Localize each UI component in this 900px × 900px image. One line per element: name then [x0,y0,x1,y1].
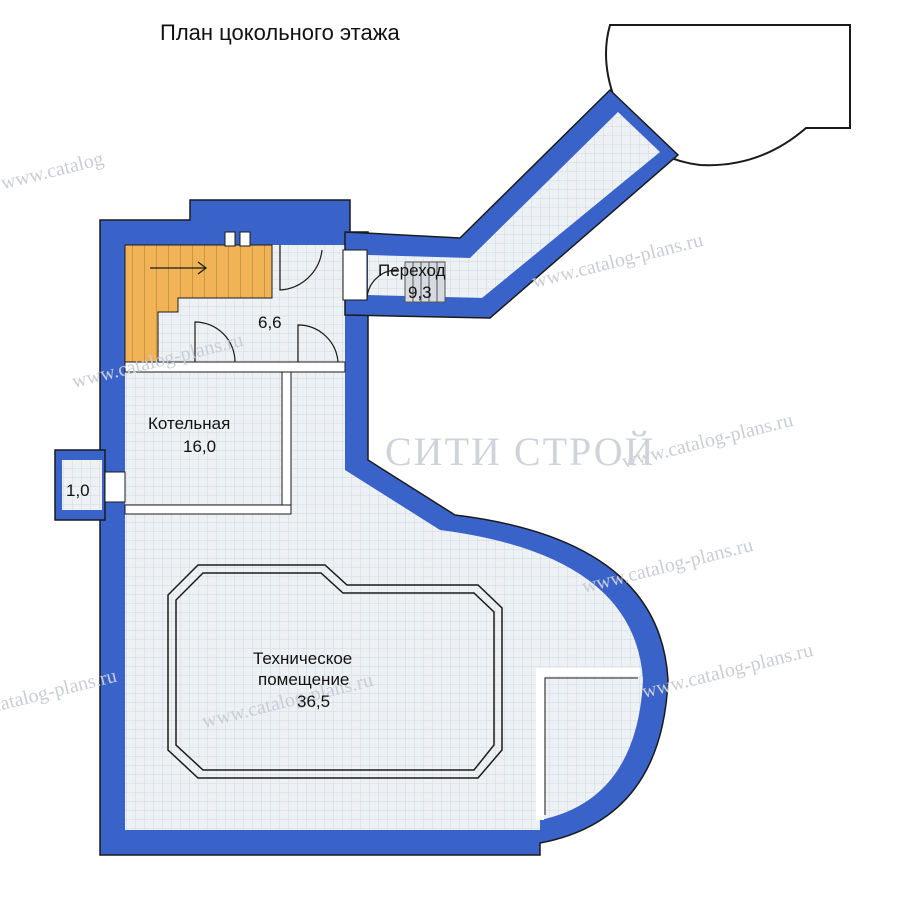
tech-room-area: 36,5 [297,692,331,711]
plan-title: План цокольного этажа [160,20,400,45]
passage-name: Переход [378,261,446,280]
boiler-room-area: 16,0 [183,437,217,456]
hall-door-swing [279,245,323,291]
partition-wall [124,504,292,515]
pool-inner [175,572,495,771]
bay-partition [536,668,640,820]
bay-partition-outline [544,677,638,815]
porch-steps [104,471,126,503]
hall-area: 6,6 [258,313,282,332]
tech-room-name-line2: помещение [258,670,350,689]
passage-steps [404,261,446,303]
partition-wall [124,361,346,373]
brand-watermark: СИТИ СТРОЙ [385,429,656,474]
boiler-room-name: Котельная [148,414,231,433]
stair-arrow [150,261,207,275]
pool-outer [167,564,503,779]
passage-door-swing [366,269,398,301]
floor-area [125,245,643,830]
passage-floor [368,112,660,298]
tech-door-swing [297,324,339,365]
porch-area: 1,0 [66,481,90,500]
boiler-door-swing [194,321,236,365]
stair-post [224,231,236,247]
passage-area: 9,3 [408,283,432,302]
porch-floor [62,460,102,510]
partition-wall [281,371,292,513]
stair-post [239,231,251,247]
tech-room-name-line1: Техническое [253,649,353,668]
passage-door [342,249,368,301]
